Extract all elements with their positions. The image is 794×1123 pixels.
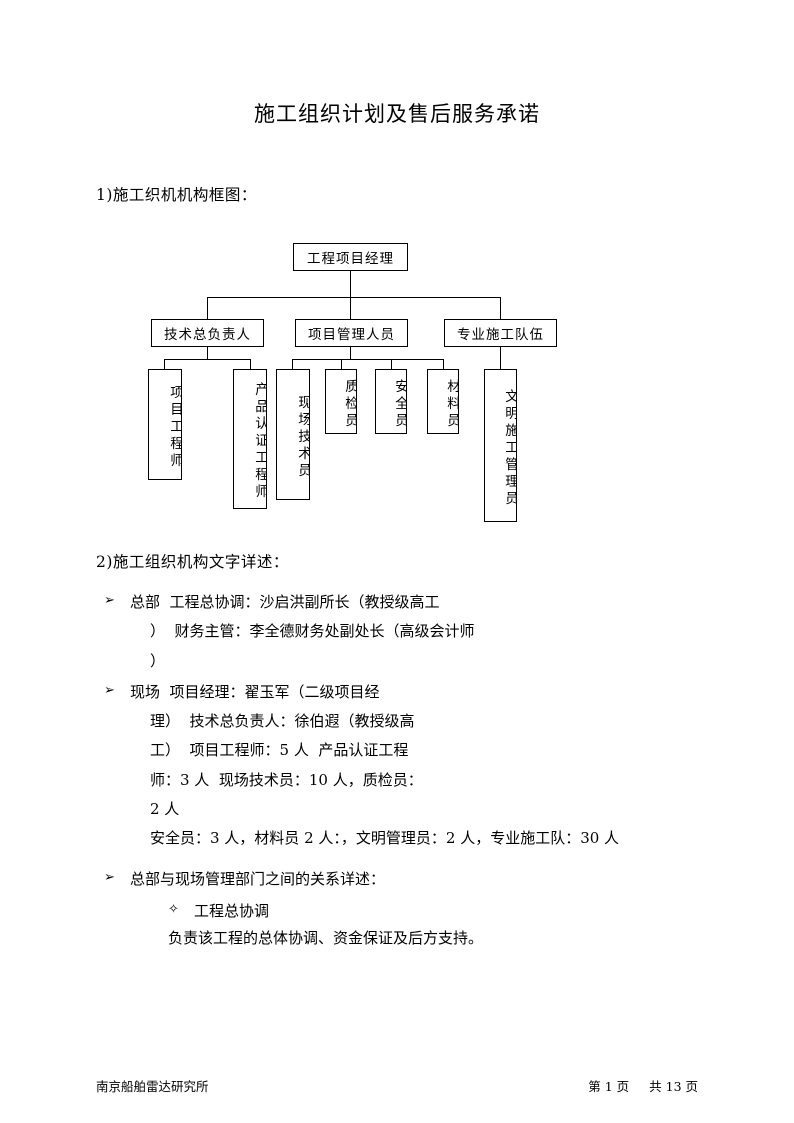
connector-b-leaf4: [443, 359, 444, 369]
bullet-arrow-icon: ➢: [104, 593, 115, 608]
org-node-top: 工程项目经理: [293, 243, 408, 271]
org-node-construction-team: 专业施工队伍: [444, 319, 557, 347]
connector-a-bus: [164, 359, 250, 360]
connector-a-down: [207, 347, 208, 359]
bullet-arrow-icon: ➢: [104, 682, 115, 698]
org-node-tech-lead: 技术总负责人: [151, 319, 264, 347]
list-item-line: 工） 项目工程师：5 人 产品认证工程: [150, 741, 409, 760]
footer-pagination: 第 1 页 共 13 页: [572, 1076, 698, 1095]
org-chart: 工程项目经理 技术总负责人 项目管理人员 专业施工队伍 项目工程师 产品认证工程…: [96, 227, 698, 522]
connector-level2-a: [207, 297, 208, 319]
sub-list-item: ✧ 工程总协调: [130, 897, 698, 926]
connector-top-down: [350, 271, 351, 297]
footer-total-pages: 共 13 页: [649, 1079, 698, 1094]
page-footer: 南京船舶雷达研究所 第 1 页 共 13 页: [96, 1076, 698, 1095]
list-item-line: 安全员：3 人，材料员 2 人：，文明管理员：2 人，专业施工队：30 人: [150, 829, 620, 847]
org-leaf-civilized-construction-manager: 文明施工管理员: [484, 369, 517, 522]
connector-b-leaf3: [391, 359, 392, 369]
list-item-line: ） 财务主管：李全德财务处副处长（高级会计师: [150, 622, 475, 641]
list-item: ➢ 总部 工程总协调：沙启洪副所长（教授级高工 ） 财务主管：李全德财务处副处长…: [96, 588, 698, 676]
connector-level2-b: [350, 297, 351, 319]
list-item-line: 总部与现场管理部门之间的关系详述：: [130, 870, 386, 889]
connector-a-leaf1: [164, 359, 165, 369]
footer-page-number: 第 1 页: [588, 1079, 630, 1094]
list-item-line: 总部 工程总协调：沙启洪副所长（教授级高工: [130, 593, 440, 611]
org-leaf-product-cert-engineer: 产品认证工程师: [233, 369, 267, 509]
org-node-project-mgmt: 项目管理人员: [295, 319, 408, 347]
list-item-line: 师：3 人 现场技术员：10 人，质检员：: [150, 770, 423, 789]
connector-c-down: [500, 347, 501, 369]
org-leaf-site-technician: 现场技术员: [276, 369, 310, 500]
connector-b-leaf2: [341, 359, 342, 369]
org-leaf-project-engineer: 项目工程师: [148, 369, 182, 480]
connector-a-leaf2: [250, 359, 251, 369]
list-item: ➢ 总部与现场管理部门之间的关系详述： ✧ 工程总协调 负责该工程的总体协调、资…: [96, 865, 698, 953]
list-item-line: 理） 技术总负责人：徐伯遐（教授级高: [150, 712, 415, 730]
page-title: 施工组织计划及售后服务承诺: [254, 102, 540, 126]
sub-list-item-text: 负责该工程的总体协调、资金保证及后方支持。: [168, 928, 484, 947]
sub-list-item-label: 工程总协调: [194, 901, 270, 920]
org-leaf-material-officer: 材料员: [427, 369, 459, 434]
bullet-diamond-icon: ✧: [168, 901, 179, 917]
footer-institution: 南京船舶雷达研究所: [96, 1079, 209, 1094]
section-2-heading: 2)施工组织机构文字详述：: [96, 553, 289, 571]
org-leaf-quality-inspector: 质检员: [325, 369, 357, 434]
connector-level2-bus: [207, 297, 500, 298]
org-leaf-safety-officer: 安全员: [375, 369, 407, 434]
bullet-list: ➢ 总部 工程总协调：沙启洪副所长（教授级高工 ） 财务主管：李全德财务处副处长…: [96, 588, 698, 953]
bullet-arrow-icon: ➢: [104, 870, 115, 886]
connector-level2-c: [500, 297, 501, 319]
section-1-heading: 1)施工织机机构框图：: [96, 186, 257, 204]
list-item-line: 2 人: [150, 799, 180, 818]
list-item-line: 现场 项目经理：翟玉军（二级项目经: [130, 682, 380, 701]
connector-b-leaf1: [292, 359, 293, 369]
list-item-line: ）: [150, 651, 166, 670]
list-item: ➢ 现场 项目经理：翟玉军（二级项目经 理） 技术总负责人：徐伯遐（教授级高 工…: [96, 678, 698, 854]
connector-b-down: [350, 347, 351, 359]
connector-b-bus: [292, 359, 443, 360]
